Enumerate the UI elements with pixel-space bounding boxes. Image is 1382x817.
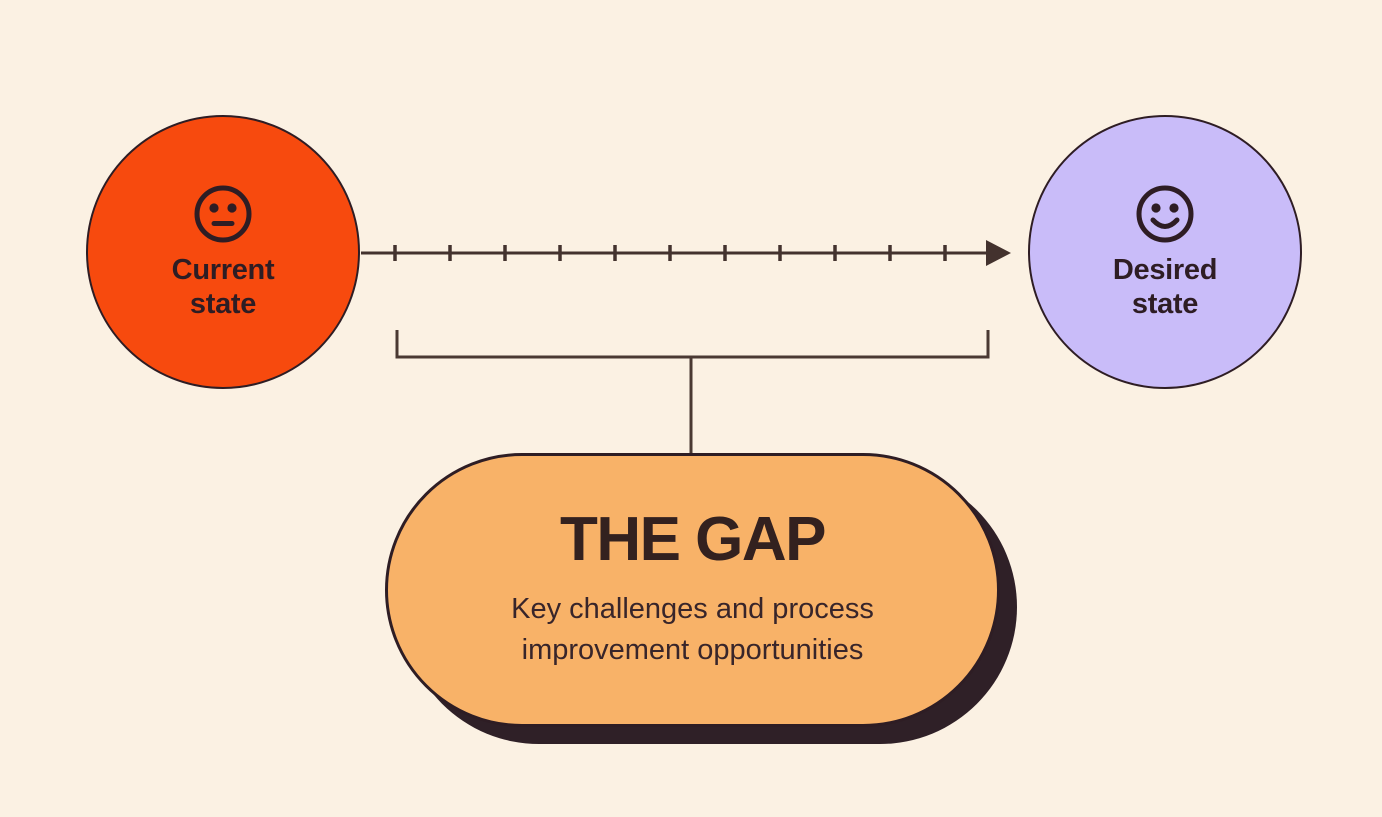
desired-state-node: Desired state (1028, 115, 1302, 389)
current-state-label: Current state (171, 254, 275, 320)
gap-title: THE GAP (559, 504, 827, 574)
current-state-node: Current state (86, 115, 360, 389)
neutral-face-icon (194, 185, 252, 243)
gap-bracket (395, 330, 990, 453)
smiley-face-icon (1136, 185, 1194, 243)
gap-card: THE GAP Key challenges and process impro… (385, 453, 1000, 727)
arrowhead-icon (986, 240, 1011, 266)
tick-marks (393, 245, 947, 261)
timeline-arrow (361, 240, 1011, 266)
gap-subtitle: Key challenges and process improvement o… (511, 592, 874, 666)
bracket-line (395, 330, 990, 359)
desired-state-label: Desired state (1112, 254, 1218, 320)
